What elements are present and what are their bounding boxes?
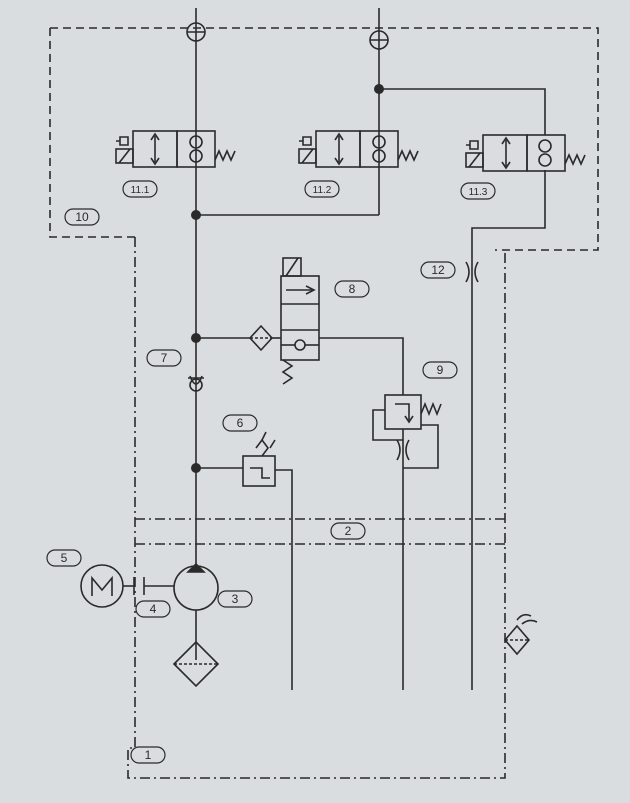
- label-5: 5: [46, 549, 82, 567]
- breather-filter-icon: [503, 613, 538, 656]
- svg-text:5: 5: [61, 551, 68, 565]
- return-line-valve-11-3: [471, 170, 546, 690]
- valve-11-2: [298, 130, 419, 168]
- svg-text:8: 8: [349, 282, 356, 296]
- valve-block-boundary-left: [49, 28, 135, 238]
- relief-valve-6: [242, 431, 293, 690]
- svg-text:1: 1: [145, 748, 152, 762]
- label-11-3: 11.3: [460, 182, 496, 200]
- svg-text:2: 2: [345, 524, 352, 538]
- throttle-12-icon: [465, 261, 479, 283]
- label-9: 9: [422, 361, 458, 379]
- line-to-valve-11-3: [379, 88, 546, 135]
- svg-text:11.2: 11.2: [313, 185, 332, 196]
- svg-text:12: 12: [431, 263, 445, 277]
- label-2: 2: [330, 522, 366, 540]
- valve-11-1: [115, 130, 236, 168]
- junction-dots: [191, 84, 384, 473]
- valve-block-boundary: [50, 27, 599, 251]
- label-6: 6: [222, 414, 258, 432]
- svg-text:3: 3: [232, 592, 239, 606]
- label-8: 8: [334, 280, 370, 298]
- svg-text:6: 6: [237, 416, 244, 430]
- suction-filter-icon: [172, 640, 220, 688]
- label-10: 10: [64, 208, 100, 226]
- svg-text:7: 7: [161, 351, 168, 365]
- line-to-valve-9: [319, 337, 404, 395]
- label-11-2: 11.2: [304, 180, 340, 198]
- label-4: 4: [135, 600, 171, 618]
- check-valve-7-icon: [188, 375, 204, 385]
- power-unit-boundary: [127, 237, 506, 779]
- svg-text:9: 9: [437, 363, 444, 377]
- svg-text:11.3: 11.3: [469, 187, 488, 198]
- svg-text:4: 4: [150, 602, 157, 616]
- label-12: 12: [420, 261, 456, 279]
- valve-8: [280, 257, 320, 385]
- svg-text:11.1: 11.1: [131, 185, 150, 196]
- valve-11-3: [465, 134, 586, 172]
- label-11-1: 11.1: [122, 180, 158, 198]
- label-3: 3: [217, 590, 253, 608]
- label-7: 7: [146, 349, 182, 367]
- label-1: 1: [130, 746, 166, 764]
- valve-9: [372, 394, 442, 469]
- svg-text:10: 10: [75, 210, 89, 224]
